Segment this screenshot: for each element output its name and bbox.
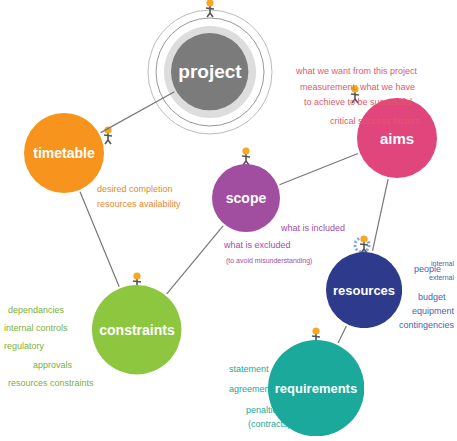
connector-line xyxy=(338,326,346,343)
note-text: budget xyxy=(418,292,446,303)
note-text: external xyxy=(429,272,454,283)
note-text: (to avoid misunderstanding) xyxy=(226,255,312,266)
note-text: approvals xyxy=(33,360,72,371)
circle-node: constraints xyxy=(92,285,181,374)
node-title: requirements xyxy=(275,381,357,396)
node-title: scope xyxy=(226,190,266,206)
circle-node: timetable xyxy=(24,113,104,193)
note-text: statement xyxy=(229,364,269,375)
note-text: contingencies xyxy=(399,320,454,331)
connector-line xyxy=(167,226,223,294)
node-title: project xyxy=(178,61,241,83)
node-title: aims xyxy=(380,130,414,147)
node-title: resources xyxy=(333,283,395,298)
note-text: what is excluded xyxy=(224,240,291,251)
note-text: regulatory xyxy=(4,341,44,352)
note-text: internal controls xyxy=(4,323,68,334)
note-text: (contracts) xyxy=(248,419,291,430)
note-text: agreement xyxy=(229,384,272,395)
node-title: constraints xyxy=(99,322,174,338)
note-text: to achieve to be successful xyxy=(304,97,412,108)
circle-node: scope xyxy=(212,164,280,232)
note-text: equipment xyxy=(412,306,454,317)
note-text: what we want from this project xyxy=(296,66,417,77)
note-text: measurement: what we have xyxy=(300,82,415,93)
note-text: penalties xyxy=(246,405,282,416)
note-text: what is included xyxy=(281,223,345,234)
circle-node: project xyxy=(171,33,248,110)
connector-line xyxy=(279,154,358,185)
node-title: timetable xyxy=(33,145,94,161)
note-text: critical success factors xyxy=(330,116,420,127)
circle-node: aims xyxy=(357,98,437,178)
note-text: internal xyxy=(431,258,454,269)
connector-line xyxy=(373,179,389,251)
connector-line xyxy=(101,92,175,133)
circle-node: resources xyxy=(326,252,402,328)
note-text: dependancies xyxy=(8,305,64,316)
note-text: resources availability xyxy=(97,199,181,210)
note-text: resources constraints xyxy=(8,378,94,389)
note-text: desired completion xyxy=(97,184,173,195)
